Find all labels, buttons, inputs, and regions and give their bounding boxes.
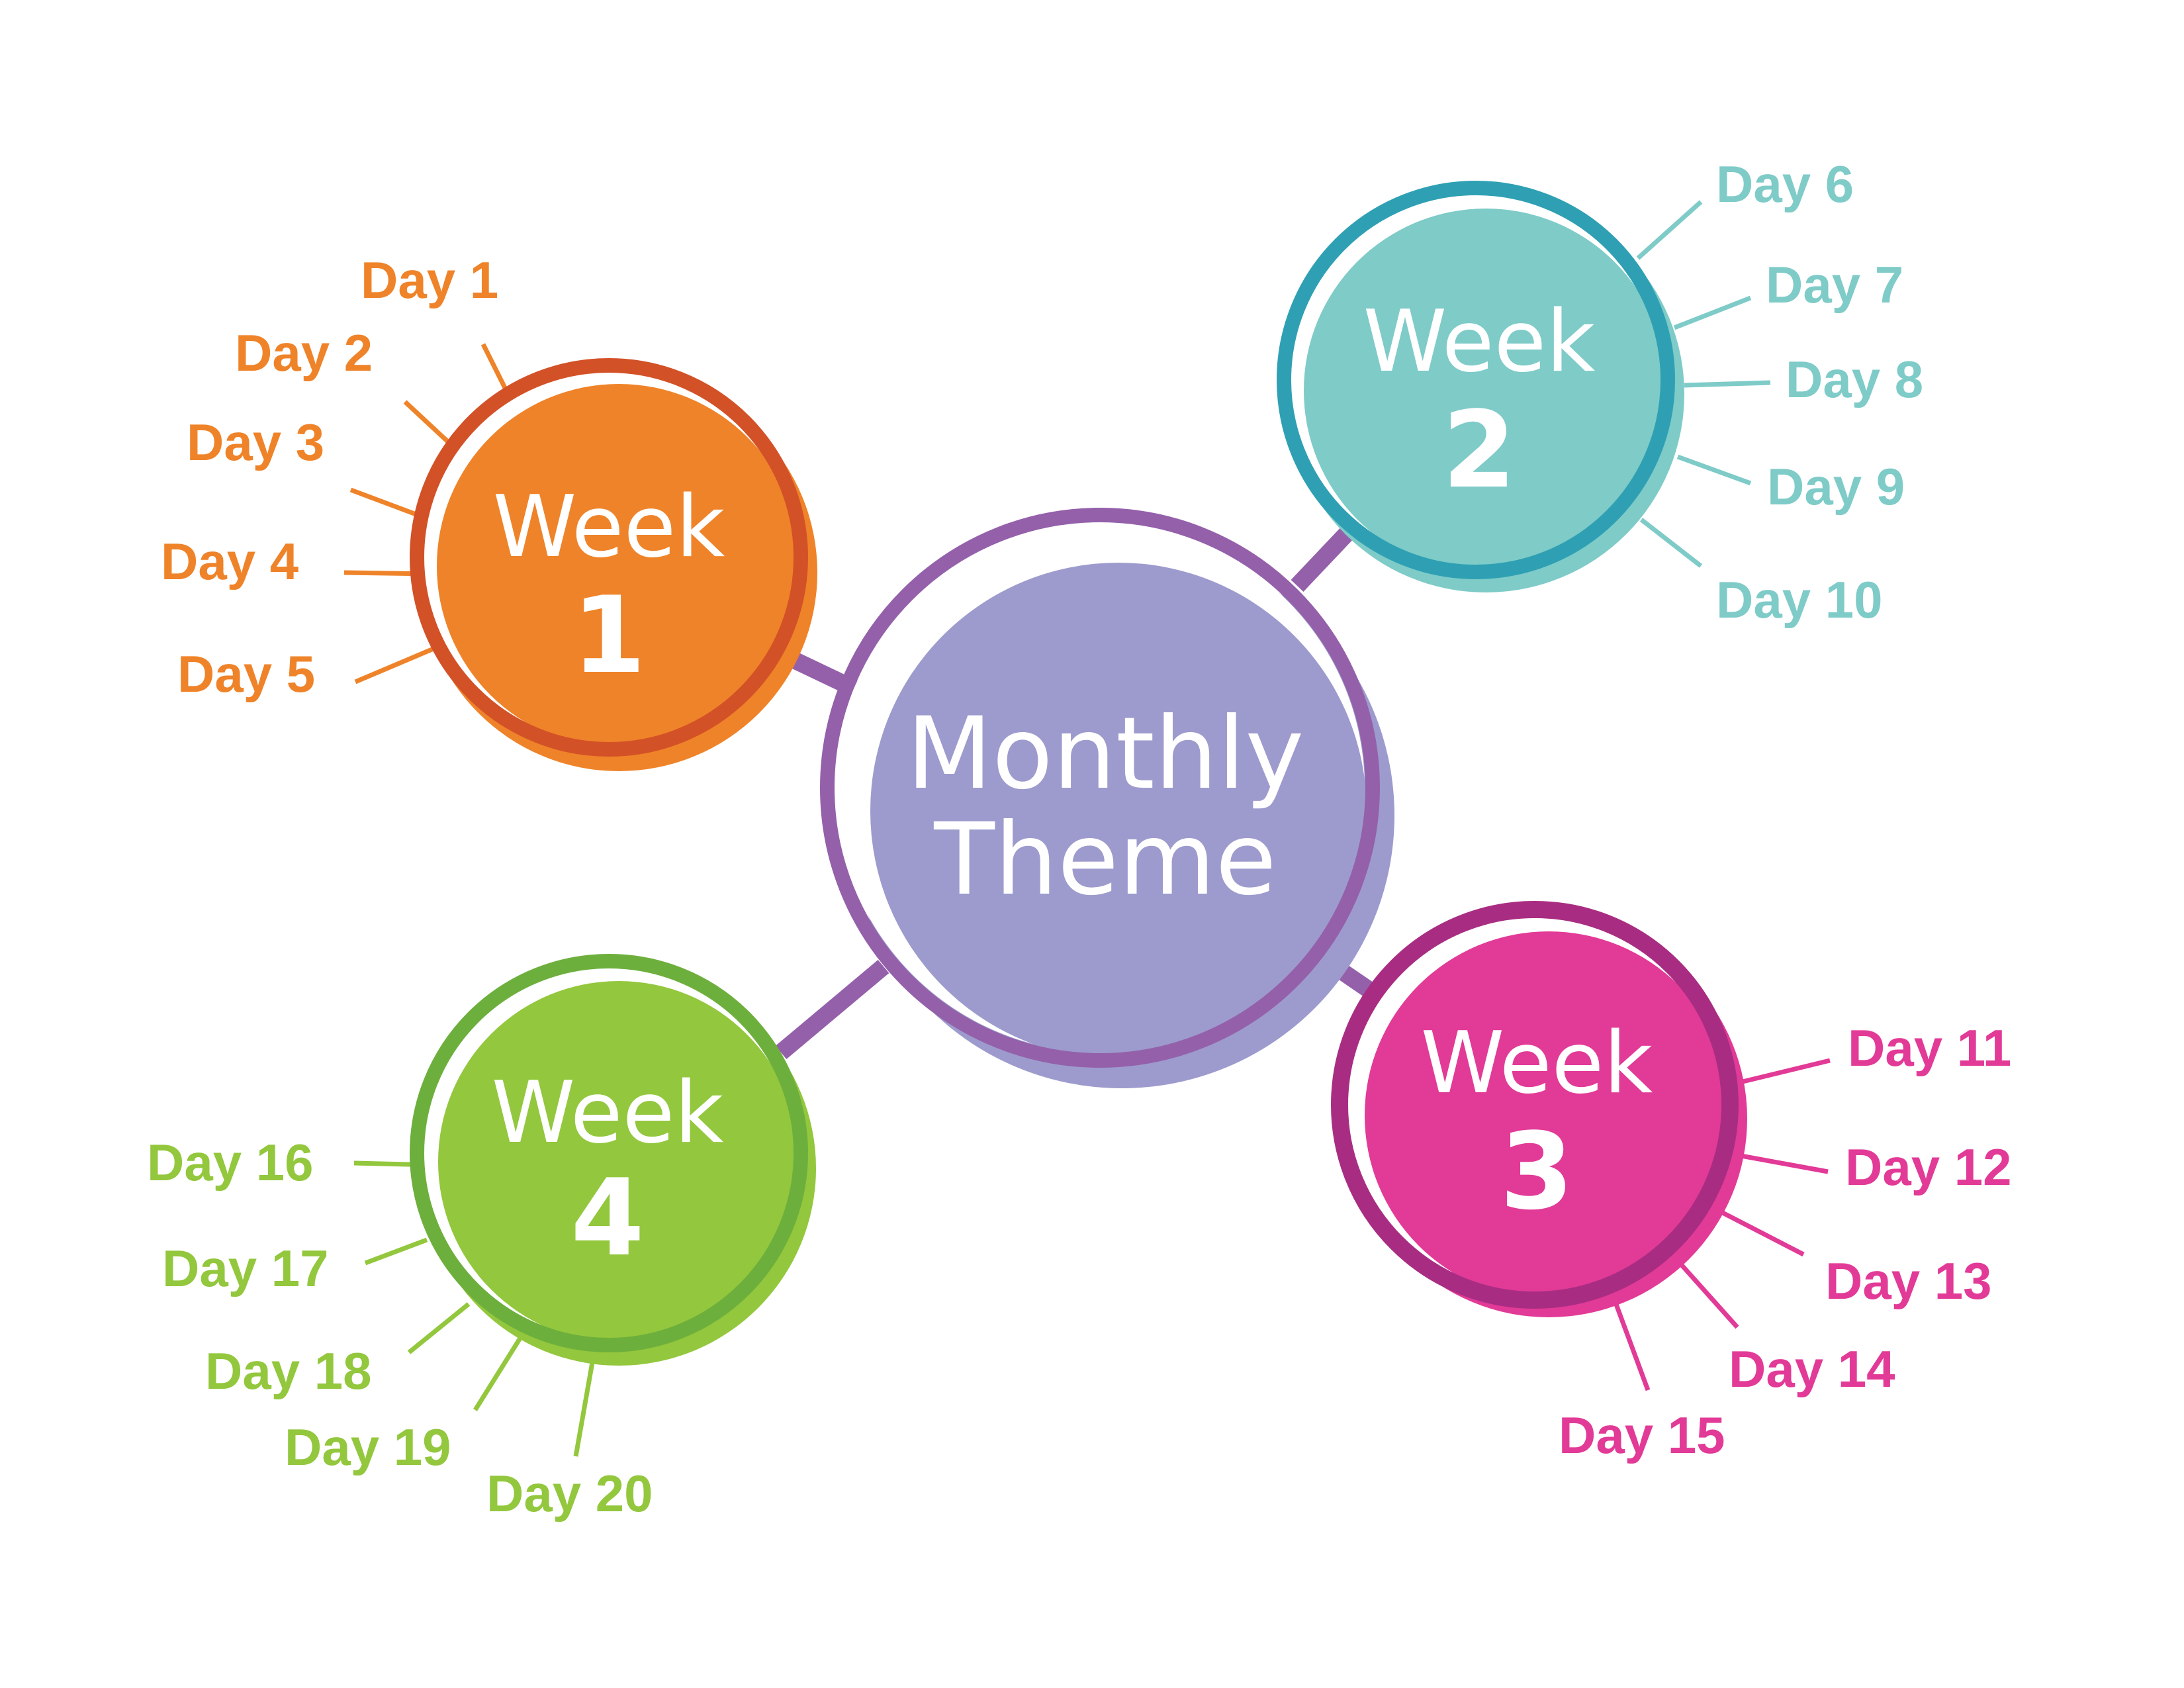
day-label: Day 20	[486, 1464, 653, 1523]
week-4-days: Day 16 Day 17 Day 18 Day 19 Day 20	[147, 1133, 653, 1523]
week-2-spokes	[1636, 200, 1771, 568]
week-3-node: Week 3 Day 11 Day 12 Day 13 Day 14 Day 1…	[1331, 901, 2012, 1464]
week-4-spokes	[353, 1160, 595, 1457]
week-2-title: Week	[1363, 293, 1596, 391]
week-1-title: Week	[493, 478, 725, 577]
week-2-node: Week 2 Day 6 Day 7 Day 8 Day 9 Day 10	[1277, 155, 1923, 629]
day-label: Day 4	[161, 532, 298, 590]
day-label: Day 10	[1716, 571, 1883, 629]
day-label: Day 2	[235, 324, 373, 382]
day-label: Day 8	[1786, 350, 1923, 408]
central-node-fill	[870, 563, 1367, 1059]
central-node-ring	[820, 508, 1380, 1068]
day-label: Day 6	[1716, 155, 1854, 213]
week-3-title: Week	[1421, 1014, 1653, 1113]
week-1-ring	[410, 358, 808, 757]
week-1-number: 1	[572, 573, 645, 697]
central-node: Monthly Theme	[820, 508, 1394, 1088]
week-4-ring	[410, 954, 808, 1352]
central-title-line2: Theme	[933, 802, 1276, 917]
day-label: Day 15	[1559, 1406, 1725, 1464]
week-4-number: 4	[570, 1156, 644, 1280]
week-1-node: Week 1 Day 1 Day 2 Day 3 Day 4 Day 5	[161, 251, 817, 771]
central-title-line1: Monthly	[907, 696, 1304, 812]
week-2-ring	[1277, 181, 1675, 579]
day-label: Day 12	[1845, 1138, 2012, 1196]
week-3-number: 3	[1500, 1109, 1573, 1233]
week-3-ring	[1331, 901, 1739, 1309]
week-1-days: Day 1 Day 2 Day 3 Day 4 Day 5	[161, 251, 498, 703]
week-2-number: 2	[1442, 388, 1516, 512]
week-4-title: Week	[492, 1064, 724, 1162]
day-label: Day 9	[1767, 457, 1905, 516]
day-label: Day 17	[162, 1239, 329, 1297]
day-label: Day 18	[205, 1342, 372, 1400]
day-label: Day 5	[177, 645, 315, 703]
connector-week-4	[775, 960, 889, 1059]
week-3-spokes	[1612, 1058, 1831, 1391]
day-label: Day 14	[1729, 1340, 1895, 1398]
week-3-days: Day 11 Day 12 Day 13 Day 14 Day 15	[1559, 1019, 2012, 1464]
week-4-node: Week 4 Day 16 Day 17 Day 18 Day 19 Day 2…	[147, 954, 816, 1523]
week-2-days: Day 6 Day 7 Day 8 Day 9 Day 10	[1716, 155, 1923, 629]
day-label: Day 19	[285, 1418, 451, 1476]
day-label: Day 11	[1848, 1019, 2011, 1077]
day-label: Day 3	[187, 413, 324, 471]
day-label: Day 1	[361, 251, 498, 309]
day-label: Day 13	[1825, 1252, 1992, 1310]
day-label: Day 16	[147, 1133, 314, 1192]
day-label: Day 7	[1766, 256, 1903, 314]
